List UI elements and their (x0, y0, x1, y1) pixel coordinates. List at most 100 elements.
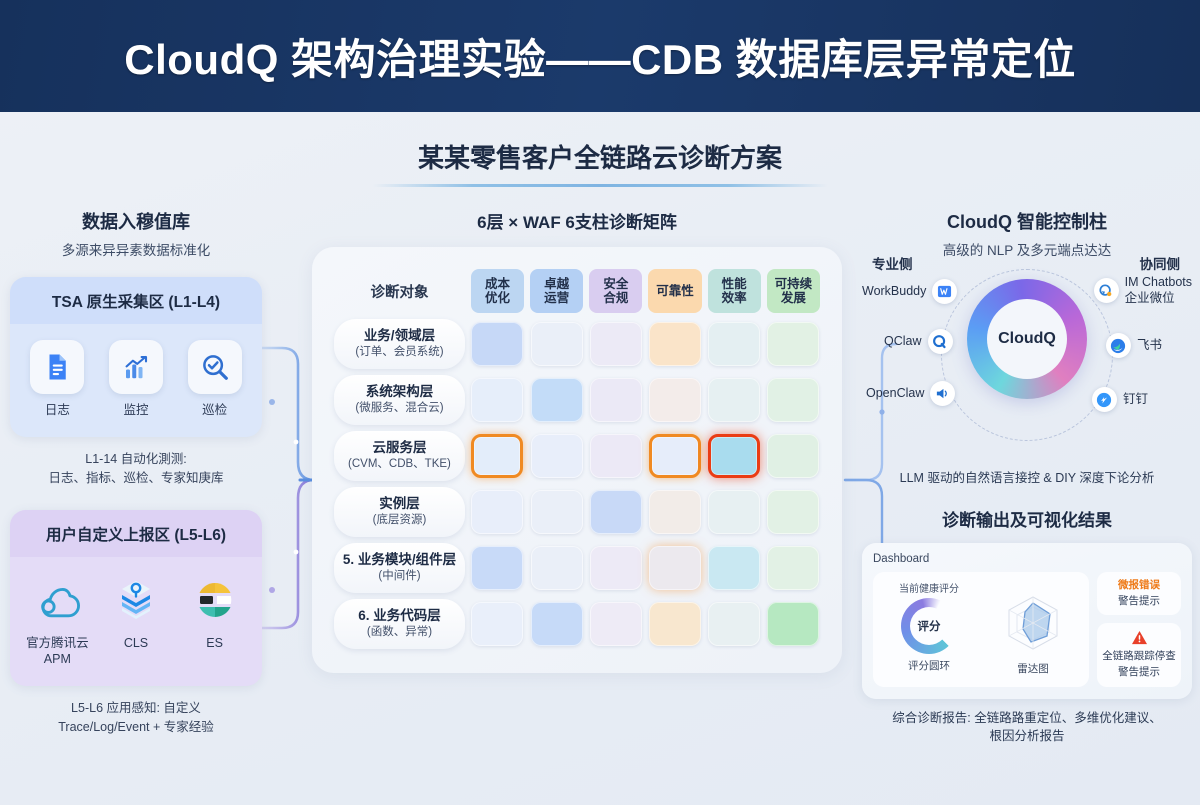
pillar-header-reliability[interactable]: 可靠性 (648, 269, 702, 313)
custom-item-apm-label: 官方腾讯云 APM (24, 636, 90, 667)
document-icon (30, 340, 85, 394)
matrix-row-label[interactable]: 云服务层(CVM、CDB、TKE) (334, 431, 465, 481)
cloudq-center-label: CloudQ (998, 330, 1056, 347)
node-im-chatbots[interactable]: IM Chatbots 企业微位 (1093, 275, 1192, 306)
dashboard-card[interactable]: Dashboard 当前健康评分 评分 评分圆环 (862, 543, 1192, 699)
matrix-row-label[interactable]: 5. 业务模块/组件层(中间件) (334, 543, 465, 593)
matrix-cell[interactable] (648, 431, 701, 481)
elasticsearch-icon (188, 573, 242, 627)
matrix-cell[interactable] (648, 543, 701, 593)
matrix-cell[interactable] (708, 487, 761, 537)
matrix-row-label[interactable]: 业务/领域层(订单、会员系统) (334, 319, 465, 369)
cloudq-ring[interactable]: CloudQ (967, 279, 1087, 399)
tsa-collection-card[interactable]: TSA 原生采集区 (L1-L4) 日志 (10, 277, 262, 437)
matrix-row: 业务/领域层(订单、会员系统) (334, 319, 820, 369)
matrix-cell-box (649, 602, 701, 646)
matrix-row-label[interactable]: 实例层(底层资源) (334, 487, 465, 537)
tsa-item-inspection[interactable]: 巡检 (182, 340, 248, 419)
node-qclaw[interactable]: QClaw (884, 329, 953, 354)
matrix-cell[interactable] (471, 599, 524, 649)
matrix-cell[interactable] (530, 543, 583, 593)
matrix-cell[interactable] (530, 599, 583, 649)
matrix-cell-box (767, 434, 820, 478)
custom-item-es[interactable]: ES (182, 573, 248, 667)
tsa-note: L1-14 自动化測测: 日志、指标、巡检、专家知庚库 (14, 450, 258, 489)
matrix-cell[interactable] (767, 487, 820, 537)
matrix-cell[interactable] (708, 543, 761, 593)
matrix-cell[interactable] (589, 599, 642, 649)
custom-item-apm[interactable]: 官方腾讯云 APM (24, 573, 90, 667)
matrix-row-name: 系统架构层 (365, 384, 434, 399)
custom-item-cls[interactable]: CLS (103, 573, 169, 667)
pillar-security-line2: 合规 (603, 291, 629, 305)
radar-chart-caption: 雷达图 (1017, 663, 1049, 675)
matrix-cell[interactable] (589, 487, 642, 537)
matrix-cell[interactable] (767, 319, 820, 369)
matrix-cell[interactable] (767, 431, 820, 481)
matrix-cell[interactable] (471, 319, 524, 369)
matrix-cell[interactable] (471, 487, 524, 537)
pillar-header-sustainability[interactable]: 可持续 发展 (766, 269, 820, 313)
matrix-cell[interactable] (648, 599, 701, 649)
pillar-cost-line1: 成本 (484, 277, 510, 291)
cloudq-control-column: CloudQ 智能控制柱 高级的 NLP 及多元端点达达 专业侧 协同侧 Clo… (862, 208, 1192, 746)
alert-error-card[interactable]: 微报错误 警告提示 (1097, 572, 1181, 616)
score-ring-caption: 评分圆环 (908, 660, 950, 672)
matrix-cell[interactable] (648, 319, 701, 369)
matrix-cell[interactable] (530, 431, 583, 481)
matrix-cell[interactable] (589, 431, 642, 481)
matrix-panel: 诊断对象 成本 优化 卓越 运营 安全 合规 (312, 247, 842, 673)
node-feishu[interactable]: 飞书 (1105, 333, 1162, 358)
matrix-body: 业务/领域层(订单、会员系统) 系统架构层(微服务、混合云) 云服务层(CVM、CD… (334, 319, 820, 649)
matrix-cell[interactable] (471, 375, 524, 425)
node-workbuddy[interactable]: WorkBuddy (862, 279, 958, 304)
output-title: 诊断输出及可视化结果 (942, 511, 1112, 530)
diagram-stage: 某某零售客户全链路云诊断方案 数据入穆值库 多源来异异素数据标准化 TSA 原生… (0, 112, 1200, 805)
matrix-cell[interactable] (530, 487, 583, 537)
matrix-row-label[interactable]: 系统架构层(微服务、混合云) (334, 375, 465, 425)
output-note: 综合诊断报告: 全链路路重定位、多维优化建议、 根因分析报告 (862, 709, 1192, 747)
matrix-cell[interactable] (708, 375, 761, 425)
matrix-cell[interactable] (589, 375, 642, 425)
node-openclaw[interactable]: OpenClaw (866, 381, 956, 406)
matrix-cell[interactable] (708, 319, 761, 369)
radar-chart-widget[interactable]: 雷达图 (983, 580, 1083, 679)
page-title: CloudQ 架构治理实验——CDB 数据库层异常定位 (124, 35, 1076, 83)
pillar-header-performance[interactable]: 性能 效率 (707, 269, 761, 313)
matrix-corner-label: 诊断对象 (370, 284, 429, 301)
matrix-cell[interactable] (708, 431, 761, 481)
matrix-cell-box (767, 322, 820, 366)
dingtalk-icon (1091, 387, 1117, 412)
matrix-cell[interactable] (648, 487, 701, 537)
custom-report-card[interactable]: 用户自定义上报区 (L5-L6) 官方腾讯云 APM (10, 510, 262, 686)
alert-trace-card[interactable]: 全链路跟踪停查 警告提示 (1097, 623, 1181, 687)
node-dingtalk[interactable]: 钉钉 (1091, 387, 1148, 412)
matrix-row-label[interactable]: 6. 业务代码层(函数、异常) (334, 599, 465, 649)
hub-note: LLM 驱动的自然语言接控 & DIY 深度下论分析 (899, 471, 1155, 485)
pillar-header-excellence[interactable]: 卓越 运营 (530, 269, 584, 313)
matrix-cell[interactable] (471, 543, 524, 593)
subtitle-block: 某某零售客户全链路云诊断方案 (0, 138, 1200, 187)
pillar-header-cost[interactable]: 成本 优化 (470, 269, 525, 313)
matrix-cell[interactable] (708, 599, 761, 649)
matrix-cell[interactable] (767, 599, 820, 649)
matrix-cell[interactable] (767, 375, 820, 425)
matrix-cell[interactable] (530, 319, 583, 369)
alert-trace-line2: 警告提示 (1118, 665, 1160, 678)
score-ring-widget[interactable]: 当前健康评分 评分 评分圆环 (879, 580, 979, 679)
matrix-cell[interactable] (648, 375, 701, 425)
output-note-line2: 根因分析报告 (989, 729, 1065, 744)
matrix-cell[interactable] (589, 543, 642, 593)
tsa-item-monitor[interactable]: 监控 (103, 340, 169, 419)
tsa-card-heading: TSA 原生采集区 (L1-L4) (10, 277, 262, 324)
matrix-cell[interactable] (589, 319, 642, 369)
subtitle-text: 某某零售客户全链路云诊断方案 (417, 143, 782, 173)
pillar-header-security[interactable]: 安全 合规 (589, 269, 643, 313)
openclaw-icon (930, 381, 956, 406)
alert-error-subtitle: 警告提示 (1118, 594, 1160, 607)
matrix-cell[interactable] (530, 375, 583, 425)
tsa-item-log[interactable]: 日志 (24, 340, 90, 419)
matrix-cell[interactable] (471, 431, 524, 481)
matrix-cell[interactable] (767, 543, 820, 593)
matrix-cell-box (589, 378, 642, 422)
